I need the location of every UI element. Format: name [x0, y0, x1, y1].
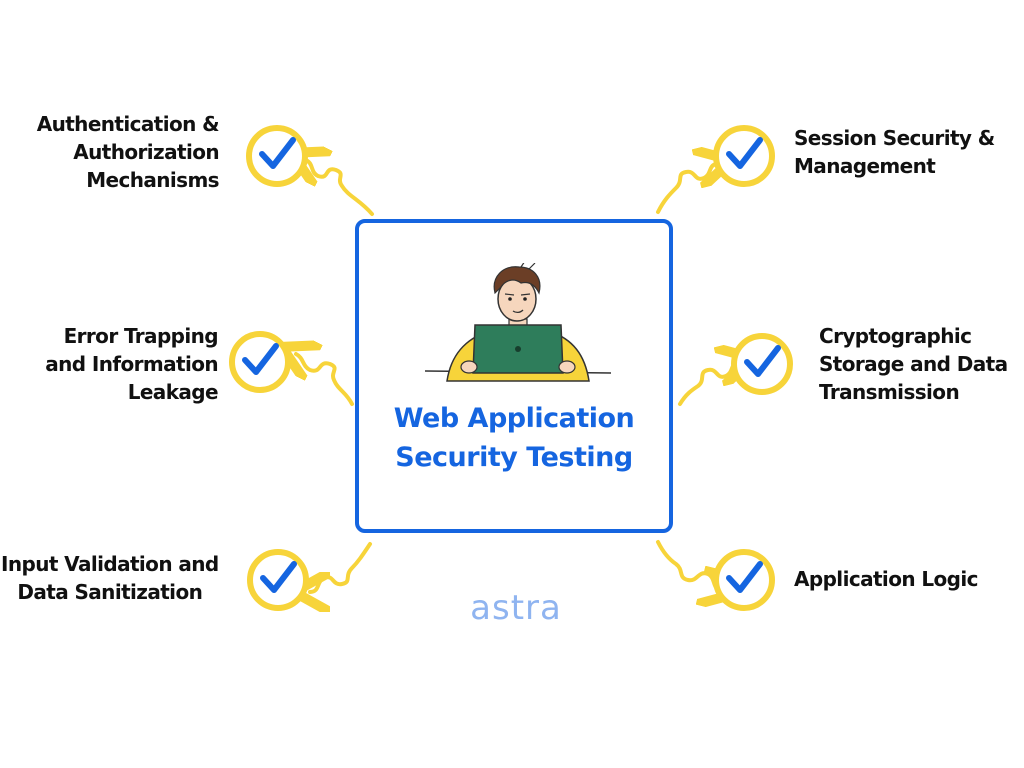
item-input-line-2: Data Sanitization — [17, 580, 203, 604]
item-error-line-3: Leakage — [127, 380, 219, 404]
item-auth-line-3: Mechanisms — [86, 168, 219, 192]
connector-error — [296, 354, 354, 406]
connector-logic — [656, 540, 720, 590]
check-circle-icon — [713, 549, 775, 611]
item-auth-line-1: Authentication & — [36, 112, 220, 136]
item-error-line-1: Error Trapping — [63, 324, 219, 348]
check-circle-icon — [247, 549, 309, 611]
connector-auth — [306, 160, 374, 216]
item-input-line-1: Input Validation and — [1, 552, 219, 576]
astra-logo: astra — [470, 588, 562, 628]
item-auth-label: Authentication & Authorization Mechanism… — [36, 110, 220, 194]
item-crypto-line-2: Storage and Data — [819, 352, 1008, 376]
item-session-label: Session Security & Management — [794, 124, 995, 180]
item-session-line-1: Session Security & — [794, 126, 995, 150]
center-title: Web Application Security Testing — [359, 399, 669, 477]
item-crypto-label: Cryptographic Storage and Data Transmiss… — [819, 322, 1008, 406]
connector-crypto — [678, 362, 738, 406]
item-auth-line-2: Authorization — [73, 140, 219, 164]
person-at-laptop-illustration — [425, 263, 611, 382]
item-logic-label: Application Logic — [794, 565, 978, 593]
item-input-label: Input Validation and Data Sanitization — [1, 550, 219, 606]
item-crypto-line-1: Cryptographic — [819, 324, 972, 348]
check-circle-icon — [246, 125, 308, 187]
check-circle-icon — [731, 333, 793, 395]
center-box: Web Application Security Testing — [355, 219, 673, 533]
check-circle-icon — [229, 331, 291, 393]
check-circle-icon — [713, 125, 775, 187]
center-title-line-1: Web Application — [393, 403, 635, 434]
connector-input — [310, 542, 372, 592]
item-crypto-line-3: Transmission — [819, 380, 960, 404]
connector-session — [656, 164, 716, 214]
item-logic-line-1: Application Logic — [794, 567, 978, 591]
item-error-line-2: and Information — [45, 352, 218, 376]
item-error-label: Error Trapping and Information Leakage — [45, 322, 218, 406]
center-title-line-2: Security Testing — [395, 442, 633, 473]
item-session-line-2: Management — [794, 154, 936, 178]
